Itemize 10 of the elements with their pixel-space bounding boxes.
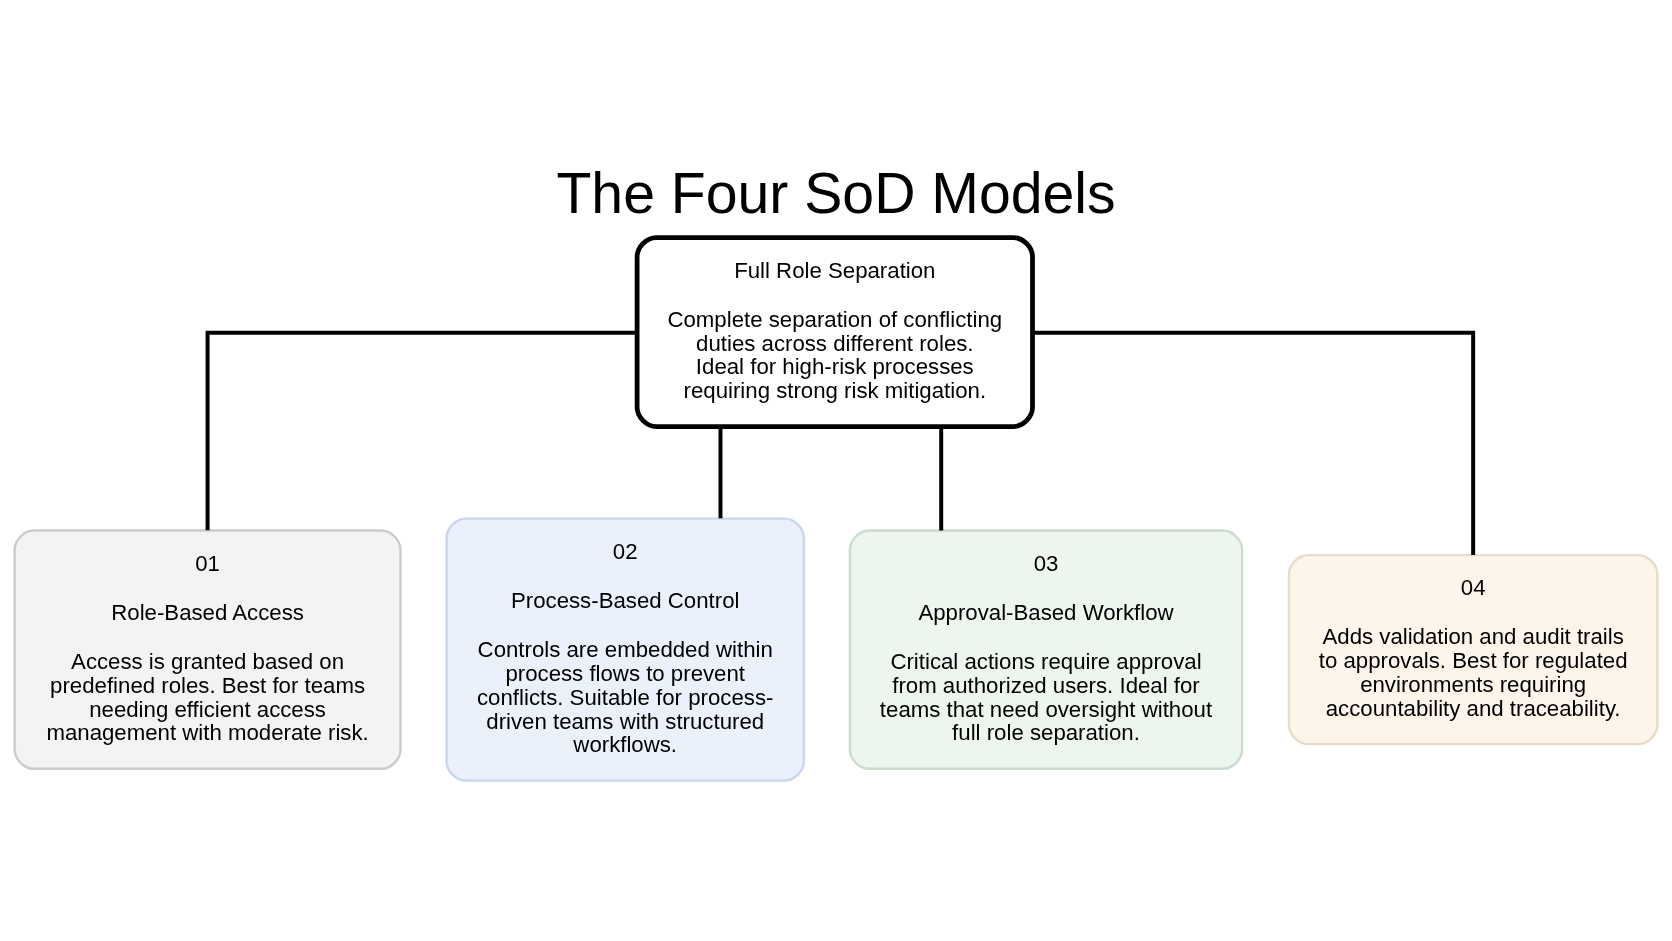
connector [1032, 330, 1476, 555]
node-box: 02 Process-Based Control Controls are embedded within process flows to prevent conflicts. Suitable for process-driven teams with structured workflows. [445, 516, 806, 782]
connector [718, 426, 723, 518]
node-box: 03 Approval-Based Workflow Critical actions require approval from authorized users. Ideal for teams that need oversight without full role separation. [848, 528, 1244, 770]
node-box: 04 Adds validation and audit trails to approvals. Best for regulated environments requiring accountability and traceability. [1287, 553, 1659, 745]
node-box: Full Role Separation Complete separation of conflicting duties across different roles. Ideal for high-risk processes requiring strong risk mitigation. [634, 234, 1035, 429]
connector [939, 426, 944, 530]
diagram-title: The Four SoD Models [556, 160, 1116, 225]
node-box: 01 Role-Based Access Access is granted based on predefined roles. Best for teams needing efficient access management with moderate risk. [13, 528, 402, 770]
connector [205, 330, 637, 530]
